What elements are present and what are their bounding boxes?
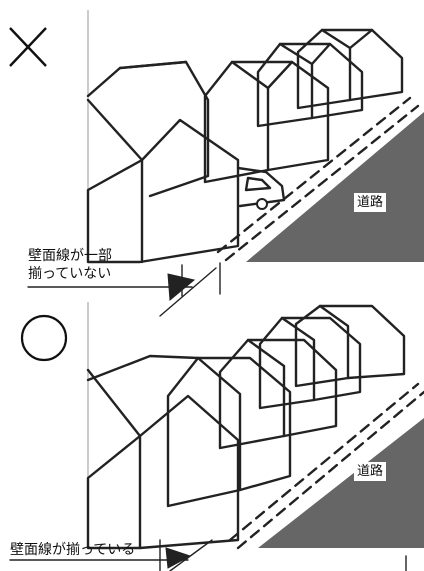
circle-mark-icon <box>20 314 68 362</box>
top-caption-line2: 揃っていない <box>28 266 112 282</box>
top-houses <box>86 28 420 264</box>
top-wall-line-marker <box>27 262 221 317</box>
cross-mark-icon <box>9 27 47 67</box>
bottom-road <box>258 418 424 548</box>
bottom-wall-line-marker <box>9 539 407 571</box>
bottom-road-label: 道路 <box>354 462 387 481</box>
top-panel-illustration <box>27 10 424 317</box>
bottom-caption: 壁面線が揃っている <box>10 542 136 558</box>
top-road <box>246 112 424 262</box>
top-road-label: 道路 <box>354 193 387 212</box>
bottom-houses <box>86 304 424 550</box>
bottom-panel-illustration <box>9 302 424 571</box>
top-caption-line1: 壁面線が一部 <box>28 248 112 264</box>
